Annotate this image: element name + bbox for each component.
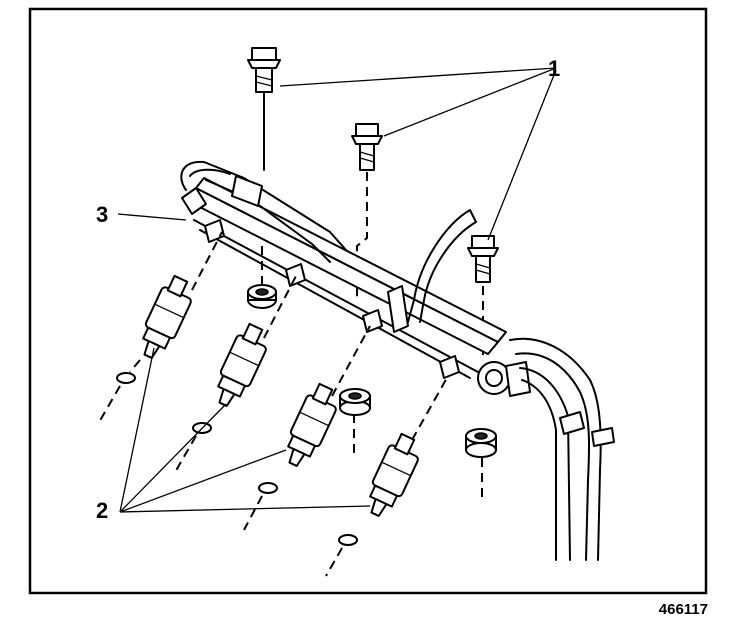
figure-id: 466117 (658, 601, 708, 618)
bolt-right (467, 235, 499, 283)
injector-3 (287, 382, 337, 467)
injector-1 (142, 274, 192, 359)
seal-3 (465, 428, 497, 458)
injector-3-top-axis (331, 325, 371, 397)
injector-1-top-axis (191, 231, 223, 291)
leader-2c (119, 449, 287, 513)
injector-2-top-axis (263, 275, 297, 339)
injector-4-lower-axis (325, 547, 343, 577)
injector-2-lower-axis (173, 435, 197, 475)
bolt-middle (351, 123, 383, 171)
callout-2: 2 (96, 498, 109, 523)
oring-4 (338, 534, 358, 546)
oring-3 (258, 482, 278, 494)
leader-1b (383, 67, 557, 137)
injector-1-axis (129, 359, 141, 373)
bolt-left (247, 47, 281, 93)
seal-2 (339, 388, 371, 416)
leader-2d (119, 505, 371, 513)
leader-3 (117, 213, 187, 221)
callout-3: 3 (96, 202, 109, 227)
seal-1 (247, 284, 277, 309)
leader-1a (279, 67, 557, 87)
fuel-lines-right (509, 337, 615, 561)
injector-4-top-axis (411, 375, 449, 441)
injector-3-lower-axis (243, 495, 263, 531)
oring-1 (116, 372, 136, 384)
leader-2a (119, 347, 155, 513)
callout-1: 1 (548, 56, 561, 81)
leader-2b (119, 403, 227, 513)
injector-4 (369, 432, 419, 517)
injector-1-lower-axis (97, 385, 121, 425)
fuel-rail (181, 177, 531, 397)
figure-frame (28, 7, 708, 595)
fuel-hose-upper (180, 160, 477, 323)
leader-1c (487, 69, 557, 241)
injector-2 (217, 322, 267, 407)
